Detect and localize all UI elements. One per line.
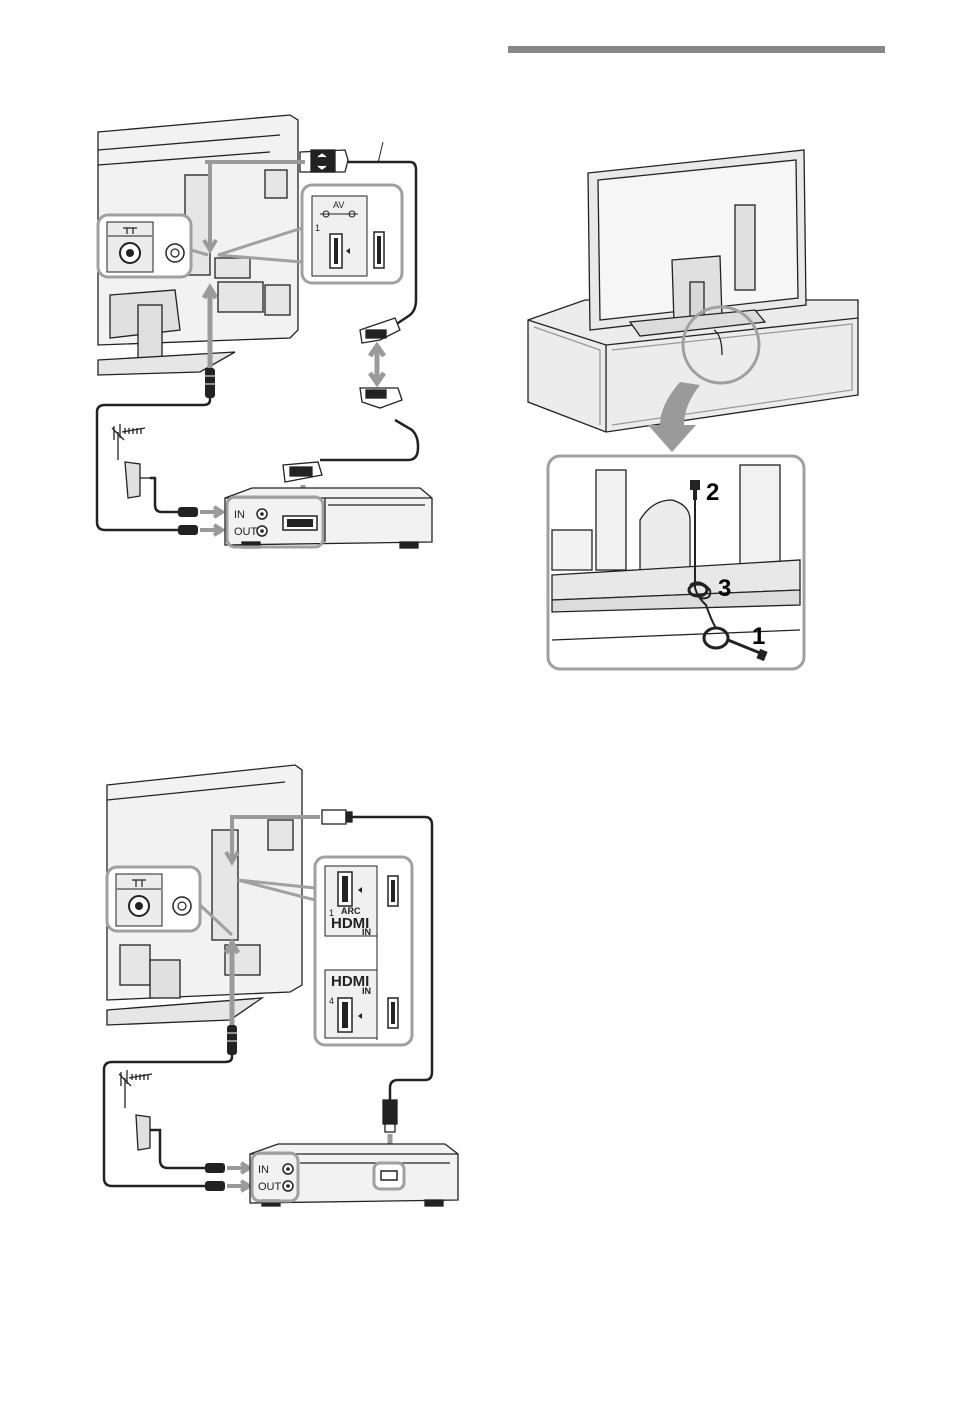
step-1-label: 1 [752,623,765,650]
av-label: AV [333,200,344,210]
section-header-rule [508,46,885,53]
antenna-socket-callout [98,215,191,277]
hdmi-in-label-4: IN [362,986,371,996]
av-port-number: 1 [315,223,320,233]
recorder-in-label: IN [234,509,245,521]
recorder-out-label-hdmi: OUT [258,1181,282,1193]
rf-plugs-recorder-hdmi [205,1163,249,1191]
rf-plugs-recorder [178,507,222,535]
hdmi-plug-bottom [383,1100,397,1132]
av1-scart-callout: AV 1 [302,185,402,283]
step-3-label: 3 [718,575,731,602]
recorder-in-label-hdmi: IN [258,1164,269,1176]
scart-connectors-pair [360,318,402,408]
recorder-out-label: OUT [234,526,258,538]
tv-on-rack [588,150,806,336]
satellite-input-socket [166,244,184,262]
recorder-hdmi-socket [381,1171,397,1180]
scart-plug-bottom [283,462,322,482]
scart-connection-diagram: AV 1 [97,115,432,548]
aerial-icon-hdmi [119,1070,152,1150]
hdmi-port4-number: 4 [329,996,334,1006]
scart-plug-top [300,150,348,172]
stand-detail-callout: 2 3 1 [548,456,804,669]
hdmi-ports-callout: 1 ARC HDMI IN HDMI IN 4 [315,857,412,1045]
rf-plug-tv [205,368,215,398]
antenna-socket-callout-hdmi [107,867,200,931]
tv-stand-securing-diagram: 2 3 1 [528,150,858,669]
step-2-label: 2 [706,479,719,506]
rf-plug-tv-hdmi [227,1025,237,1055]
hdmi-connection-diagram: 1 ARC HDMI IN HDMI IN 4 [104,765,458,1206]
aerial-icon [112,424,152,498]
hdmi-plug-top [322,810,352,824]
hdmi-in-label-1: IN [362,927,371,937]
